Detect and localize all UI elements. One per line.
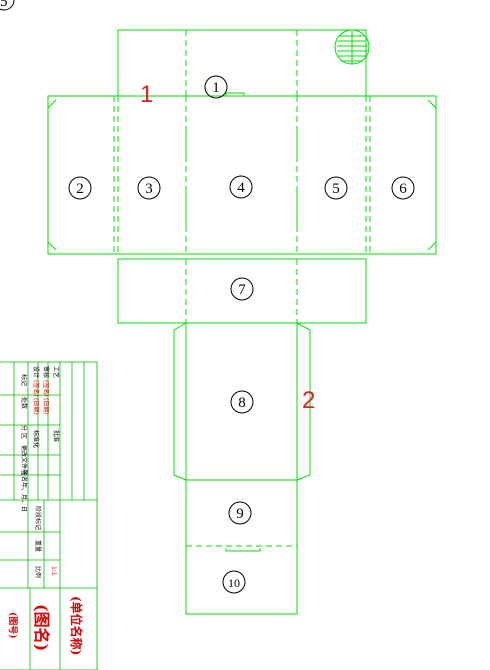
tb-date-1: (日期) <box>32 398 40 415</box>
tb-label-scale: 比例 <box>34 566 42 578</box>
tb-label-design: 设计 <box>32 366 40 378</box>
svg-text:8: 8 <box>238 395 246 411</box>
annotation-2: 2 <box>302 387 315 414</box>
tb-label-date: 年、月、日 <box>20 482 28 512</box>
tb-label-mark: 标记 <box>20 374 28 386</box>
tb-drawing-name: (图名) <box>32 604 51 651</box>
cut-lines <box>47 29 437 615</box>
svg-text:5: 5 <box>332 181 340 197</box>
panel-1-outline <box>117 29 367 97</box>
tb-sign-1: (签名) <box>32 380 40 397</box>
panel-label-9: 9 <box>228 501 252 525</box>
corner-mark-text: 5 <box>0 0 8 10</box>
svg-text:3: 3 <box>145 181 153 197</box>
svg-text:10: 10 <box>228 576 240 590</box>
panel-label-4: 4 <box>229 175 253 199</box>
tb-sign-2: (签名) <box>42 380 50 397</box>
panel-label-8: 8 <box>230 390 254 414</box>
tb-label-process: 工艺 <box>52 366 60 378</box>
tb-label-count: 处数 <box>20 397 28 409</box>
tb-label-weight: 重量 <box>34 540 42 552</box>
tb-label-approve: 批准 <box>52 430 60 442</box>
tb-label-signature: 签名 <box>20 470 28 482</box>
svg-text:7: 7 <box>238 282 246 298</box>
panel-label-5: 5 <box>324 176 348 200</box>
tb-date-2: (日期) <box>42 398 50 415</box>
tb-drawing-no: (图号) <box>7 612 18 639</box>
tb-unit-name: (单位名称) <box>69 596 84 655</box>
panel-9-10-outline <box>185 479 298 615</box>
panel-label-10: 10 <box>222 570 246 594</box>
tb-label-stage: 阶段标记 <box>34 506 42 530</box>
panel-label-2: 2 <box>68 176 92 200</box>
svg-text:4: 4 <box>237 180 245 196</box>
panel-label-1: 1 <box>204 75 228 99</box>
panel-label-3: 3 <box>137 176 161 200</box>
thumb-notch-hatch <box>334 29 370 65</box>
panel-label-6: 6 <box>391 176 415 200</box>
panel-label-7: 7 <box>230 277 254 301</box>
panel-labels: 1 2 3 4 5 6 7 8 9 10 <box>68 75 415 594</box>
title-block: 标记 处数 分 区 更改文件号 签名 年、月、日 设计 (签名) (日期) 标准… <box>0 361 98 670</box>
fold-lines <box>113 30 371 547</box>
svg-text:1: 1 <box>212 80 220 96</box>
tb-scale-value: 1:1 <box>50 566 57 576</box>
tb-label-standard: 标准化 <box>32 430 40 448</box>
tb-label-review: 审核 <box>42 366 50 378</box>
annotation-1: 1 <box>140 81 153 108</box>
tb-label-change-doc: 更改文件号 <box>20 445 28 475</box>
corner-mark: 5 <box>0 0 15 11</box>
svg-text:6: 6 <box>399 181 407 197</box>
tb-label-zone: 分 区 <box>20 425 28 439</box>
main-band-outline <box>47 95 437 255</box>
svg-text:9: 9 <box>236 506 244 522</box>
svg-text:2: 2 <box>76 181 84 197</box>
